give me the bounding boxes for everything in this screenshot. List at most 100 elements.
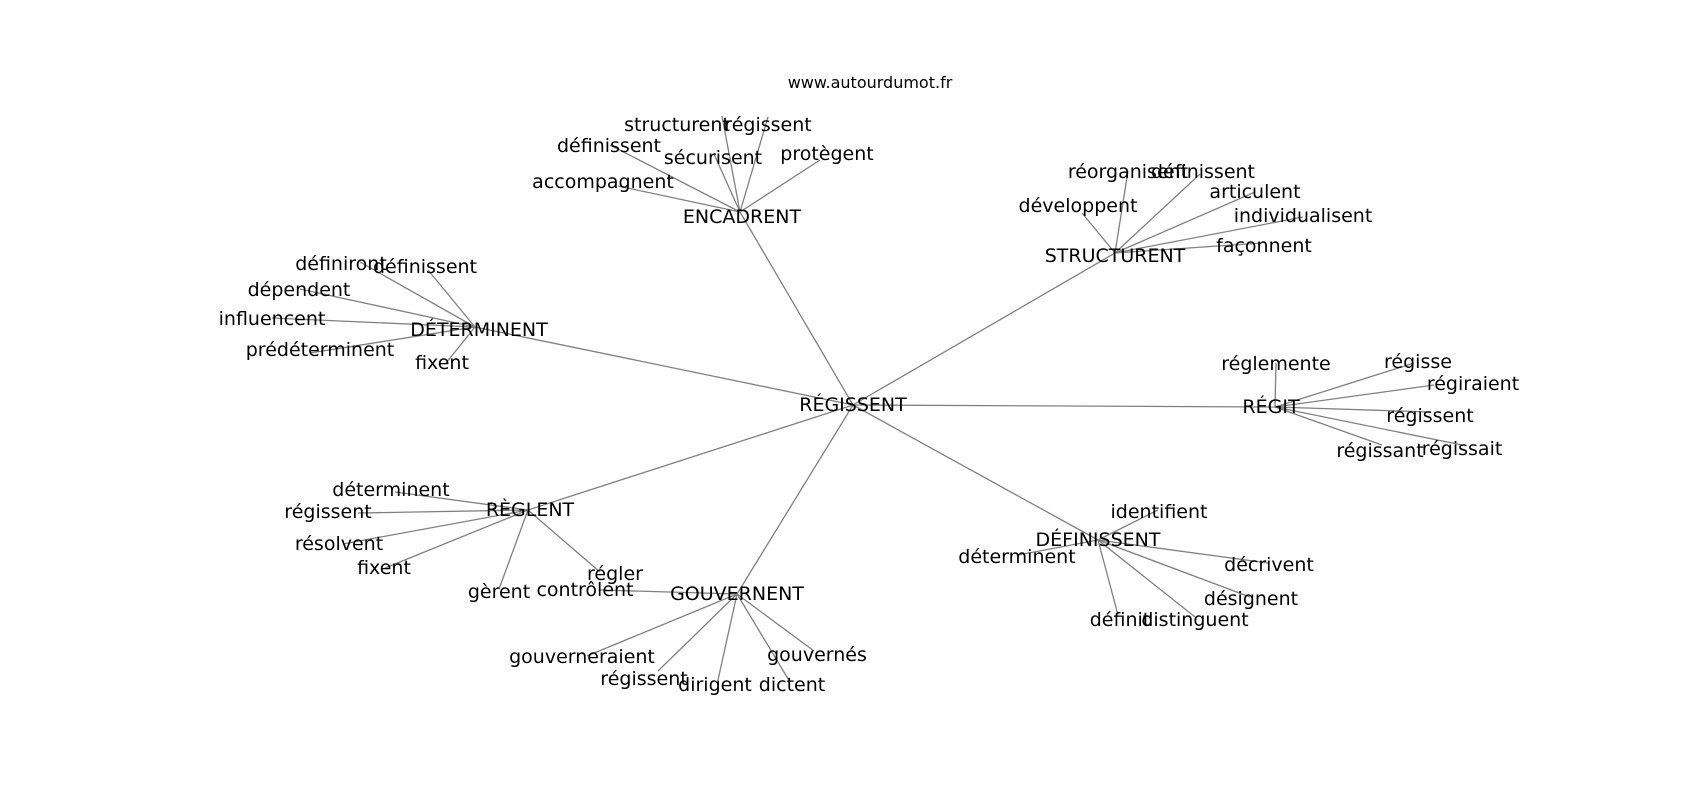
edge-cluster-2-child-4 [309,326,476,354]
word-node[interactable]: gouvernés [767,644,867,666]
edge-cluster-6-child-4 [1097,539,1119,616]
edge-cluster-3-child-0 [1274,362,1277,408]
word-node[interactable]: gèrent [468,581,530,603]
word-node[interactable]: régissent [284,501,371,523]
edge-center-to-1 [852,252,1116,406]
word-node[interactable]: fixent [415,352,469,374]
word-node[interactable]: prédéterminent [246,339,395,361]
graph-labels: structurentrégissentdéfinissentsécurisen… [219,114,1520,696]
edge-center-to-0 [739,211,854,406]
word-node[interactable]: régissent [724,114,811,136]
word-node[interactable]: régissait [1422,438,1503,460]
edge-cluster-6-child-3 [1097,539,1251,598]
edge-cluster-3-child-2 [1274,384,1435,408]
word-node[interactable]: articulent [1209,181,1300,203]
word-node[interactable]: définit [1090,609,1151,631]
word-node[interactable]: définiront [295,253,387,275]
word-node[interactable]: individualisent [1234,205,1373,227]
cluster-node[interactable]: RÈGLENT [486,498,575,521]
word-node[interactable]: régissant [1336,440,1423,462]
word-node[interactable]: réorganisent [1068,161,1188,183]
word-node[interactable]: accompagnent [532,171,674,193]
word-node[interactable]: définissent [557,135,661,157]
word-node[interactable]: régissent [1386,405,1473,427]
edge-cluster-4-child-2 [342,509,529,545]
graph-edges [271,115,1463,683]
edge-cluster-1-child-5 [1114,242,1263,254]
edge-cluster-1-child-4 [1114,216,1304,254]
edge-cluster-6-child-2 [1097,539,1269,564]
word-node[interactable]: fixent [357,557,411,579]
edge-cluster-5-child-1 [586,593,738,657]
cluster-node[interactable]: DÉTERMINENT [410,318,548,341]
word-node[interactable]: désignent [1204,588,1298,610]
word-node[interactable]: dirigent [678,674,752,696]
edge-center-to-3 [852,404,1276,408]
edge-center-to-5 [736,404,854,595]
word-node[interactable]: définissent [373,256,477,278]
edge-cluster-4-child-5 [527,509,601,573]
edge-cluster-3-child-3 [1274,406,1432,413]
edge-cluster-3-child-1 [1274,362,1415,408]
edge-center-to-4 [527,404,854,511]
word-node[interactable]: influencent [219,308,326,330]
word-node[interactable]: régisse [1384,351,1452,373]
word-node[interactable]: décrivent [1224,554,1314,576]
site-url[interactable]: www.autourdumot.fr [788,73,953,92]
cluster-node[interactable]: RÉGIT [1242,395,1300,418]
word-node[interactable]: régiraient [1427,373,1519,395]
edge-cluster-0-child-1 [739,116,769,213]
edge-center-to-6 [852,404,1099,541]
word-node[interactable]: façonnent [1216,235,1312,257]
edge-cluster-6-child-1 [1017,539,1099,556]
edge-cluster-2-child-0 [359,261,476,328]
word-node[interactable]: régissent [600,668,687,690]
edge-cluster-2-child-3 [271,317,476,328]
cluster-node[interactable]: GOUVERNENT [670,583,804,605]
cluster-node[interactable]: ENCADRENT [683,206,802,228]
edge-cluster-4-child-0 [394,491,529,511]
edge-cluster-0-child-2 [609,144,741,213]
edge-cluster-0-child-3 [713,153,741,213]
cluster-node[interactable]: DÉFINISSENT [1036,528,1161,551]
word-node[interactable]: réglemente [1221,353,1331,375]
word-node[interactable]: développent [1019,195,1138,217]
edge-cluster-3-child-5 [1274,406,1463,446]
word-node[interactable]: identifient [1111,501,1208,523]
edge-cluster-2-child-2 [299,288,476,328]
word-node[interactable]: déterminent [958,546,1075,568]
edge-cluster-2-child-1 [427,269,476,328]
word-node[interactable]: structurent [624,114,730,136]
edge-cluster-4-child-1 [357,509,529,514]
edge-cluster-5-child-4 [736,593,791,683]
edge-cluster-5-child-0 [599,589,738,595]
word-node[interactable]: dictent [759,674,825,696]
edge-cluster-1-child-2 [1081,212,1116,254]
edge-cluster-5-child-5 [736,593,815,652]
word-node[interactable]: résolvent [295,533,383,555]
edge-cluster-4-child-4 [498,509,529,590]
edge-cluster-5-child-2 [657,593,738,672]
word-node[interactable]: définissent [1151,161,1255,183]
word-node[interactable]: déterminent [332,479,449,501]
word-node[interactable]: sécurisent [664,147,762,169]
center-node[interactable]: RÉGISSENT [799,393,907,416]
edge-cluster-1-child-3 [1114,191,1256,254]
edge-cluster-6-child-0 [1097,509,1159,541]
edge-cluster-0-child-0 [721,115,741,213]
word-node[interactable]: gouverneraient [509,646,655,668]
word-node[interactable]: contrôlent [536,579,633,601]
edge-cluster-2-child-5 [445,326,476,364]
edge-cluster-1-child-0 [1114,170,1129,254]
edge-cluster-3-child-4 [1274,406,1383,446]
word-node[interactable]: protègent [780,143,873,165]
word-node[interactable]: distinguent [1141,609,1248,631]
word-node[interactable]: dépendent [248,279,351,301]
word-node[interactable]: régler [587,563,643,585]
edge-cluster-0-child-5 [617,185,741,213]
cluster-node[interactable]: STRUCTURENT [1045,245,1186,267]
edge-cluster-6-child-5 [1097,539,1196,618]
edge-cluster-5-child-3 [717,593,738,681]
edge-center-to-2 [474,326,854,406]
